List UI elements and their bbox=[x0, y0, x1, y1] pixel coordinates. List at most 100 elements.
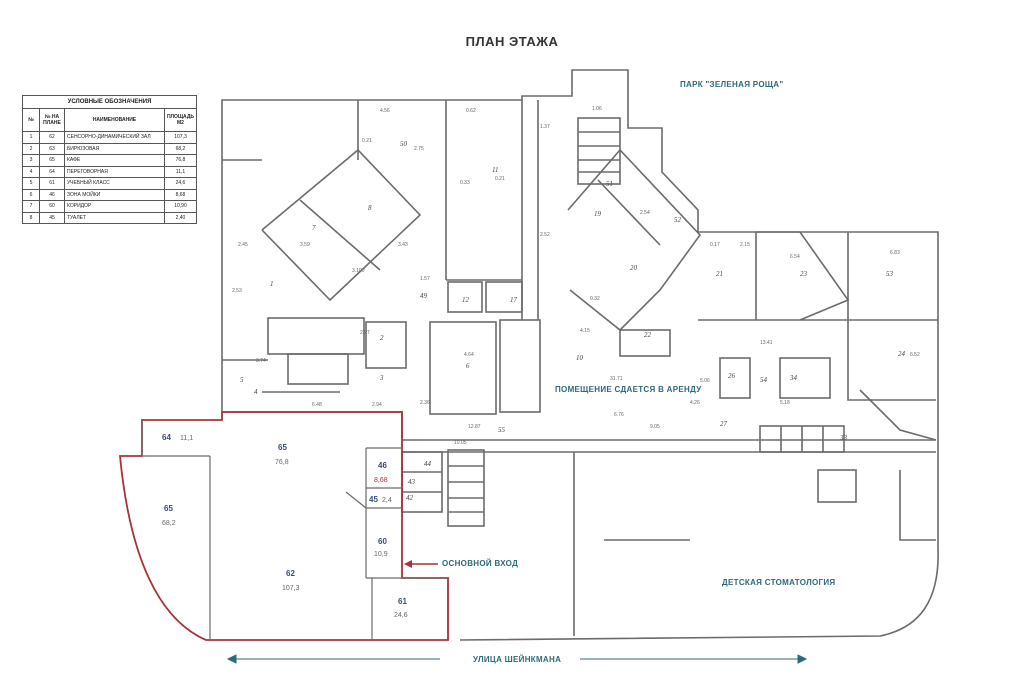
room-64-number: 64 bbox=[162, 433, 171, 442]
dimension: 13.41 bbox=[760, 340, 773, 346]
entrance-label: ОСНОВНОЙ ВХОД bbox=[442, 559, 519, 568]
street-arrow-left-head bbox=[226, 654, 237, 664]
dimension: 3.59 bbox=[300, 242, 310, 248]
room-number: 8 bbox=[368, 204, 372, 212]
dimension: 4.56 bbox=[380, 108, 390, 114]
dimension: 6.54 bbox=[790, 254, 800, 260]
dimension: 31.71 bbox=[610, 376, 623, 382]
room-number: 53 bbox=[886, 270, 894, 278]
legend-cell: 63 bbox=[39, 142, 65, 155]
room-46-area: 8,68 bbox=[374, 477, 388, 484]
wall bbox=[756, 231, 850, 321]
dimension: 4.15 bbox=[580, 328, 590, 334]
room-60-number: 60 bbox=[378, 537, 387, 546]
room-34 bbox=[779, 357, 831, 399]
wing-left bbox=[261, 148, 422, 302]
room-number: 21 bbox=[716, 270, 723, 278]
room-number: 50 bbox=[400, 140, 408, 148]
room-number: 55 bbox=[498, 426, 506, 434]
dimension: 2.36 bbox=[420, 400, 430, 406]
dimension: 0.62 bbox=[466, 108, 476, 114]
wing-right bbox=[567, 148, 702, 332]
room-block bbox=[365, 321, 407, 369]
room-number: 34 bbox=[789, 374, 798, 382]
room-12 bbox=[447, 281, 483, 313]
dimension: 0.32 bbox=[590, 296, 600, 302]
legend-cell: 65 bbox=[39, 154, 65, 167]
room-64-area: 11,1 bbox=[180, 435, 193, 442]
outer-wall bbox=[221, 69, 939, 548]
legend-cell: 76,8 bbox=[163, 154, 198, 167]
room-60-area: 10,9 bbox=[374, 551, 388, 558]
dimension: 6.83 bbox=[890, 250, 900, 256]
dimension: 6.52 bbox=[910, 352, 920, 358]
wall bbox=[847, 320, 936, 401]
legend-cell: 68,2 bbox=[163, 142, 198, 155]
dimension: 2.97 bbox=[360, 330, 370, 336]
legend-cell: 11,1 bbox=[163, 165, 198, 178]
dimension: 3.74 bbox=[256, 358, 266, 364]
wall bbox=[299, 199, 381, 271]
legend-header-cell: НАИМЕНОВАНИЕ bbox=[64, 108, 165, 132]
room-45-area: 2,4 bbox=[382, 497, 392, 504]
room-number: 20 bbox=[630, 264, 638, 272]
entrance-arrow bbox=[404, 560, 438, 568]
room-number: 10 bbox=[576, 354, 584, 362]
highlighted-room-labels: 64 11,1 65 76,8 65 68,2 46 8,68 45 2,4 6… bbox=[162, 433, 408, 619]
room-61-area: 24,6 bbox=[394, 612, 408, 619]
dimension: 2.15 bbox=[740, 242, 750, 248]
room-number: 17 bbox=[510, 296, 518, 304]
legend-cell: 45 bbox=[39, 211, 65, 224]
dimension: 2.54 bbox=[640, 210, 650, 216]
dimension: 2.45 bbox=[238, 242, 248, 248]
dimension: 4.64 bbox=[464, 352, 474, 358]
room-number: 12 bbox=[462, 296, 470, 304]
dimension: 3.100 bbox=[352, 268, 365, 274]
dimension: 12.87 bbox=[468, 424, 481, 430]
room-number: 22 bbox=[644, 331, 652, 339]
room-number: 19 bbox=[594, 210, 602, 218]
room-number: 1 bbox=[270, 280, 274, 288]
dimension: 10.05 bbox=[454, 440, 467, 446]
room-65-turquoise-number: 65 bbox=[164, 504, 173, 513]
highlighted-area bbox=[119, 411, 449, 641]
room-number: 42 bbox=[406, 494, 414, 502]
legend-header-cell: № НА ПЛАНЕ bbox=[39, 108, 65, 132]
dimension: 3.43 bbox=[398, 242, 408, 248]
room-46-number: 46 bbox=[378, 461, 387, 470]
building-walls bbox=[221, 69, 939, 641]
plan-title: ПЛАН ЭТАЖА bbox=[465, 34, 559, 49]
legend-cell: 107,3 bbox=[163, 131, 198, 144]
room-65-cafe-number: 65 bbox=[278, 443, 287, 452]
dimension: 9.05 bbox=[650, 424, 660, 430]
dimension: 5.18 bbox=[780, 400, 790, 406]
room-45-number: 45 bbox=[369, 495, 378, 504]
curved-facade-right bbox=[459, 547, 939, 641]
legend-cell: 61 bbox=[39, 177, 65, 190]
room-number: 23 bbox=[800, 270, 808, 278]
room-number: 3 bbox=[379, 374, 384, 382]
dimension: 1.57 bbox=[420, 276, 430, 282]
lift-core bbox=[429, 321, 497, 415]
legend-cell: 62 bbox=[39, 131, 65, 144]
room-number: 7 bbox=[312, 224, 316, 232]
wall bbox=[859, 389, 937, 441]
street-arrow-right-head bbox=[797, 654, 808, 664]
legend-cell: 2,40 bbox=[163, 211, 198, 224]
wall bbox=[345, 491, 367, 509]
room-22 bbox=[619, 329, 671, 357]
legend-cell: ЗОНА МОЙКИ bbox=[64, 188, 165, 201]
dentistry-label: ДЕТСКАЯ СТОМАТОЛОГИЯ bbox=[722, 578, 836, 587]
dimension: 6.48 bbox=[312, 402, 322, 408]
